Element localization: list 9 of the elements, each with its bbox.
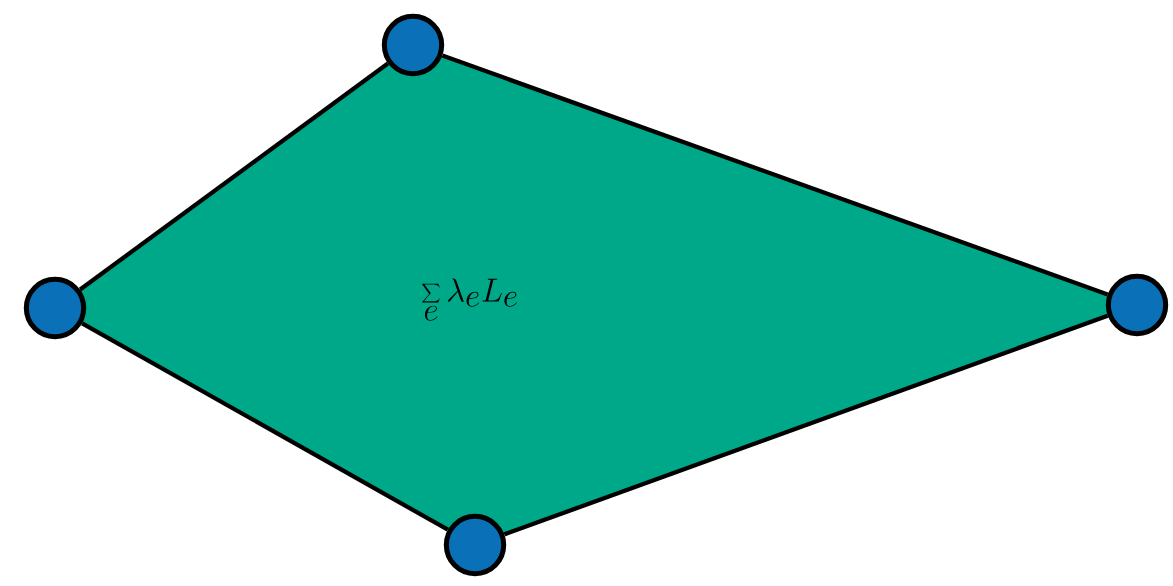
polygon-edge [78, 61, 390, 292]
polygon-edge [441, 53, 1109, 297]
vertex-dot [443, 513, 507, 577]
polygon-edge [81, 321, 449, 532]
vertex-dot [23, 276, 87, 340]
polygon-edge [503, 313, 1109, 537]
vertex-dot [1105, 273, 1169, 337]
shaded-polygon: $\sum_e \lambda_e L_e$ [55, 45, 1137, 545]
vertex-dot [381, 13, 445, 77]
